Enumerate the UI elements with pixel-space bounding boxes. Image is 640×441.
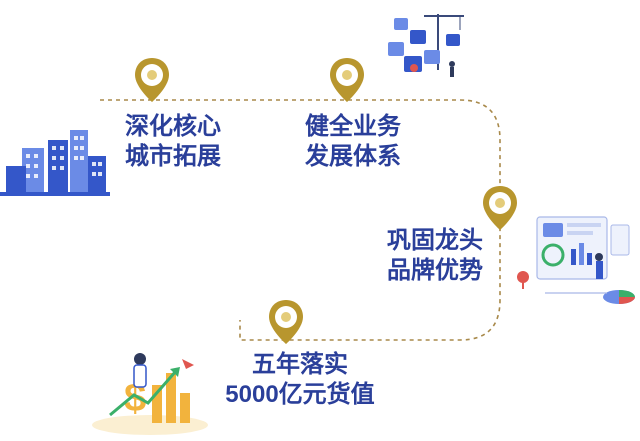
location-pin-icon: [269, 300, 303, 344]
location-pin-icon: [135, 58, 169, 102]
milestone-line: 五年落实: [252, 351, 348, 378]
city-buildings-icon: [0, 130, 110, 196]
milestone-label: 健全业务 发展体系: [298, 112, 408, 172]
location-pin-icon: [483, 186, 517, 230]
location-pin-icon: [330, 58, 364, 102]
milestone-label: 深化核心 城市拓展: [118, 112, 228, 172]
milestone-line: 城市拓展: [125, 143, 221, 170]
analytics-dashboard-icon: [517, 216, 635, 304]
milestone-line: 深化核心: [125, 113, 221, 140]
puzzle-construction-icon: [388, 14, 464, 77]
milestone-line: 健全业务: [305, 113, 401, 140]
milestone-line: 品牌优势: [387, 257, 483, 284]
milestone-line: 5000亿元货值: [225, 381, 375, 408]
finance-growth-icon: $: [92, 353, 208, 435]
milestone-line: 巩固龙头: [387, 227, 483, 254]
milestone-label: 五年落实 5000亿元货值: [215, 350, 385, 410]
milestone-label: 巩固龙头 品牌优势: [380, 226, 490, 286]
milestone-line: 发展体系: [305, 143, 401, 170]
